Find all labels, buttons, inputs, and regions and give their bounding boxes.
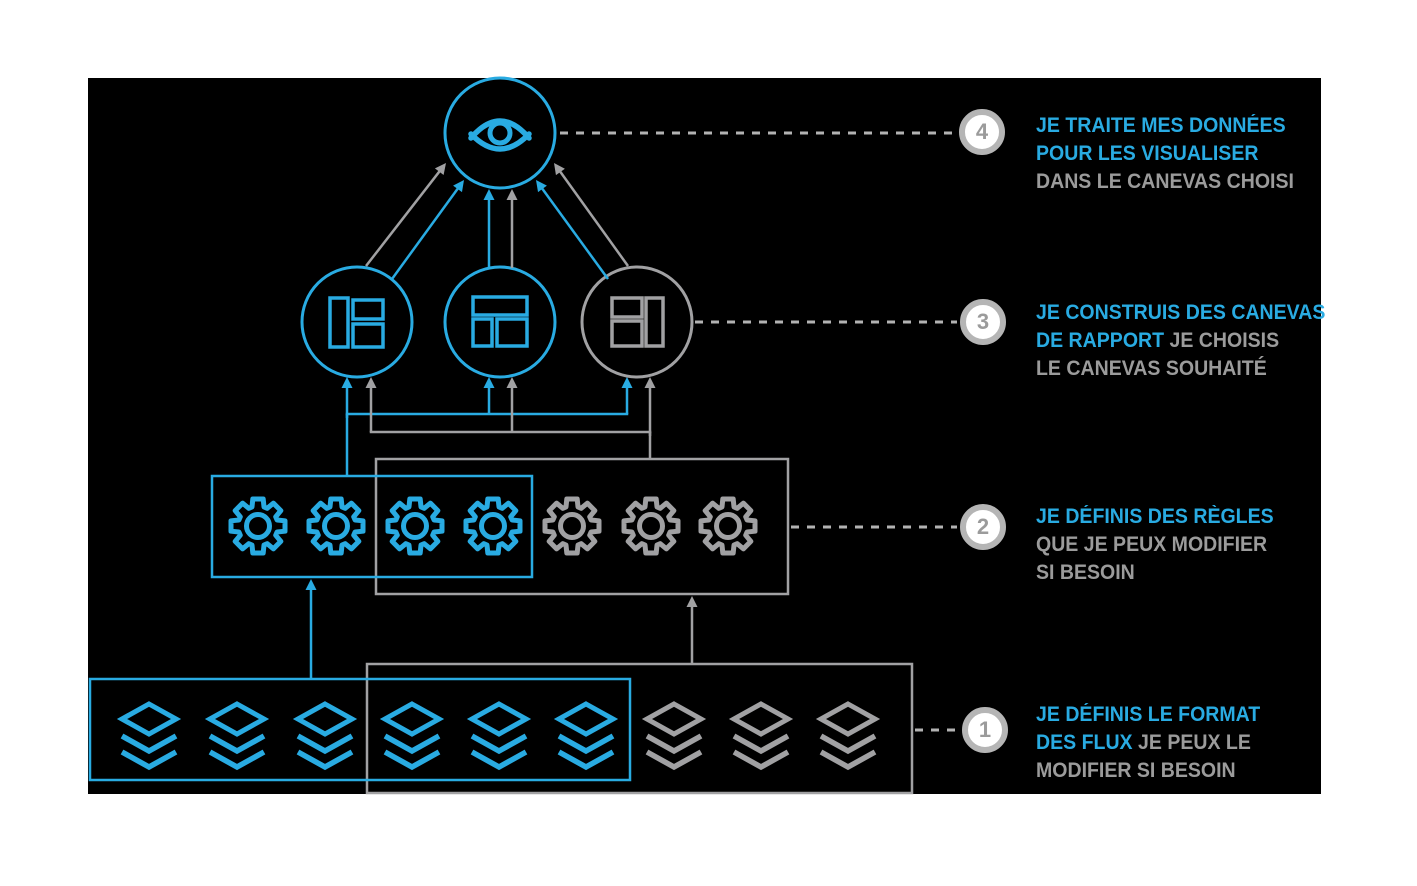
text-line: QUE JE PEUX MODIFIER [1036, 531, 1274, 559]
layers-icon [815, 701, 881, 771]
text-segment: POUR LES VISUALISER [1036, 142, 1259, 165]
stage-3-canvas [300, 163, 957, 379]
text-segment: MODIFIER SI BESOIN [1036, 759, 1236, 782]
step-badge-3: 3 [960, 299, 1006, 345]
text-segment: SI BESOIN [1036, 561, 1135, 584]
text-line: POUR LES VISUALISER [1036, 140, 1294, 168]
text-segment: JE DÉFINIS DES RÈGLES [1036, 505, 1274, 528]
layers-icon [466, 701, 532, 771]
step-4-text: JE TRAITE MES DONNÉES POUR LES VISUALISER… [1036, 112, 1294, 196]
step-number: 3 [976, 309, 990, 334]
gear-icon [698, 496, 758, 556]
text-line: JE CONSTRUIS DES CANEVAS [1036, 299, 1325, 327]
text-line: JE TRAITE MES DONNÉES [1036, 112, 1294, 140]
text-segment: JE CHOISIS [1169, 329, 1280, 352]
stage-1-sources [88, 579, 957, 795]
layers-icon [116, 701, 182, 771]
step-badge-1: 1 [962, 707, 1008, 753]
gear-icon [385, 496, 445, 556]
layout-right-split-icon [610, 296, 665, 348]
text-segment: DANS LE CANEVAS CHOISI [1036, 170, 1294, 193]
step-number: 4 [975, 119, 989, 144]
gear-icon [463, 496, 523, 556]
step-number: 2 [976, 514, 990, 539]
layers-icon [379, 701, 445, 771]
gear-icon [228, 496, 288, 556]
text-segment: JE PEUX LE [1138, 731, 1251, 754]
layers-icon [641, 701, 707, 771]
text-segment: QUE JE PEUX MODIFIER [1036, 533, 1268, 556]
text-segment: JE TRAITE MES DONNÉES [1036, 114, 1286, 137]
text-segment: DE RAPPORT [1036, 329, 1165, 352]
gear-icon [542, 496, 602, 556]
stage-2-rules [210, 377, 957, 596]
gear-icon [306, 496, 366, 556]
layout-left-split-icon [328, 296, 385, 349]
layout-top-banner-icon [471, 295, 529, 348]
step-3-text: JE CONSTRUIS DES CANEVAS DE RAPPORT JE CH… [1036, 299, 1325, 383]
layers-icon [553, 701, 619, 771]
text-segment: LE CANEVAS SOUHAITÉ [1036, 357, 1267, 380]
text-line: JE DÉFINIS DES RÈGLES [1036, 503, 1274, 531]
gear-icon [621, 496, 681, 556]
step-badge-4: 4 [959, 109, 1005, 155]
step-badge-2: 2 [960, 504, 1006, 550]
text-line: DE RAPPORT JE CHOISIS [1036, 327, 1325, 355]
stage-4-visualize [443, 76, 957, 190]
layers-icon [292, 701, 358, 771]
layers-icon [728, 701, 794, 771]
text-segment: JE DÉFINIS LE FORMAT [1036, 703, 1261, 726]
text-segment: JE CONSTRUIS DES CANEVAS [1036, 301, 1326, 324]
text-line: DANS LE CANEVAS CHOISI [1036, 168, 1294, 196]
text-line: SI BESOIN [1036, 559, 1274, 587]
text-line: LE CANEVAS SOUHAITÉ [1036, 355, 1325, 383]
text-line: JE DÉFINIS LE FORMAT [1036, 701, 1260, 729]
diagram-board [88, 78, 1321, 794]
eye-icon [468, 118, 532, 152]
step-number: 1 [978, 717, 992, 742]
text-line: MODIFIER SI BESOIN [1036, 757, 1260, 785]
text-line: DES FLUX JE PEUX LE [1036, 729, 1260, 757]
layers-icon [204, 701, 270, 771]
step-2-text: JE DÉFINIS DES RÈGLES QUE JE PEUX MODIFIE… [1036, 503, 1274, 587]
text-segment: DES FLUX [1036, 731, 1133, 754]
